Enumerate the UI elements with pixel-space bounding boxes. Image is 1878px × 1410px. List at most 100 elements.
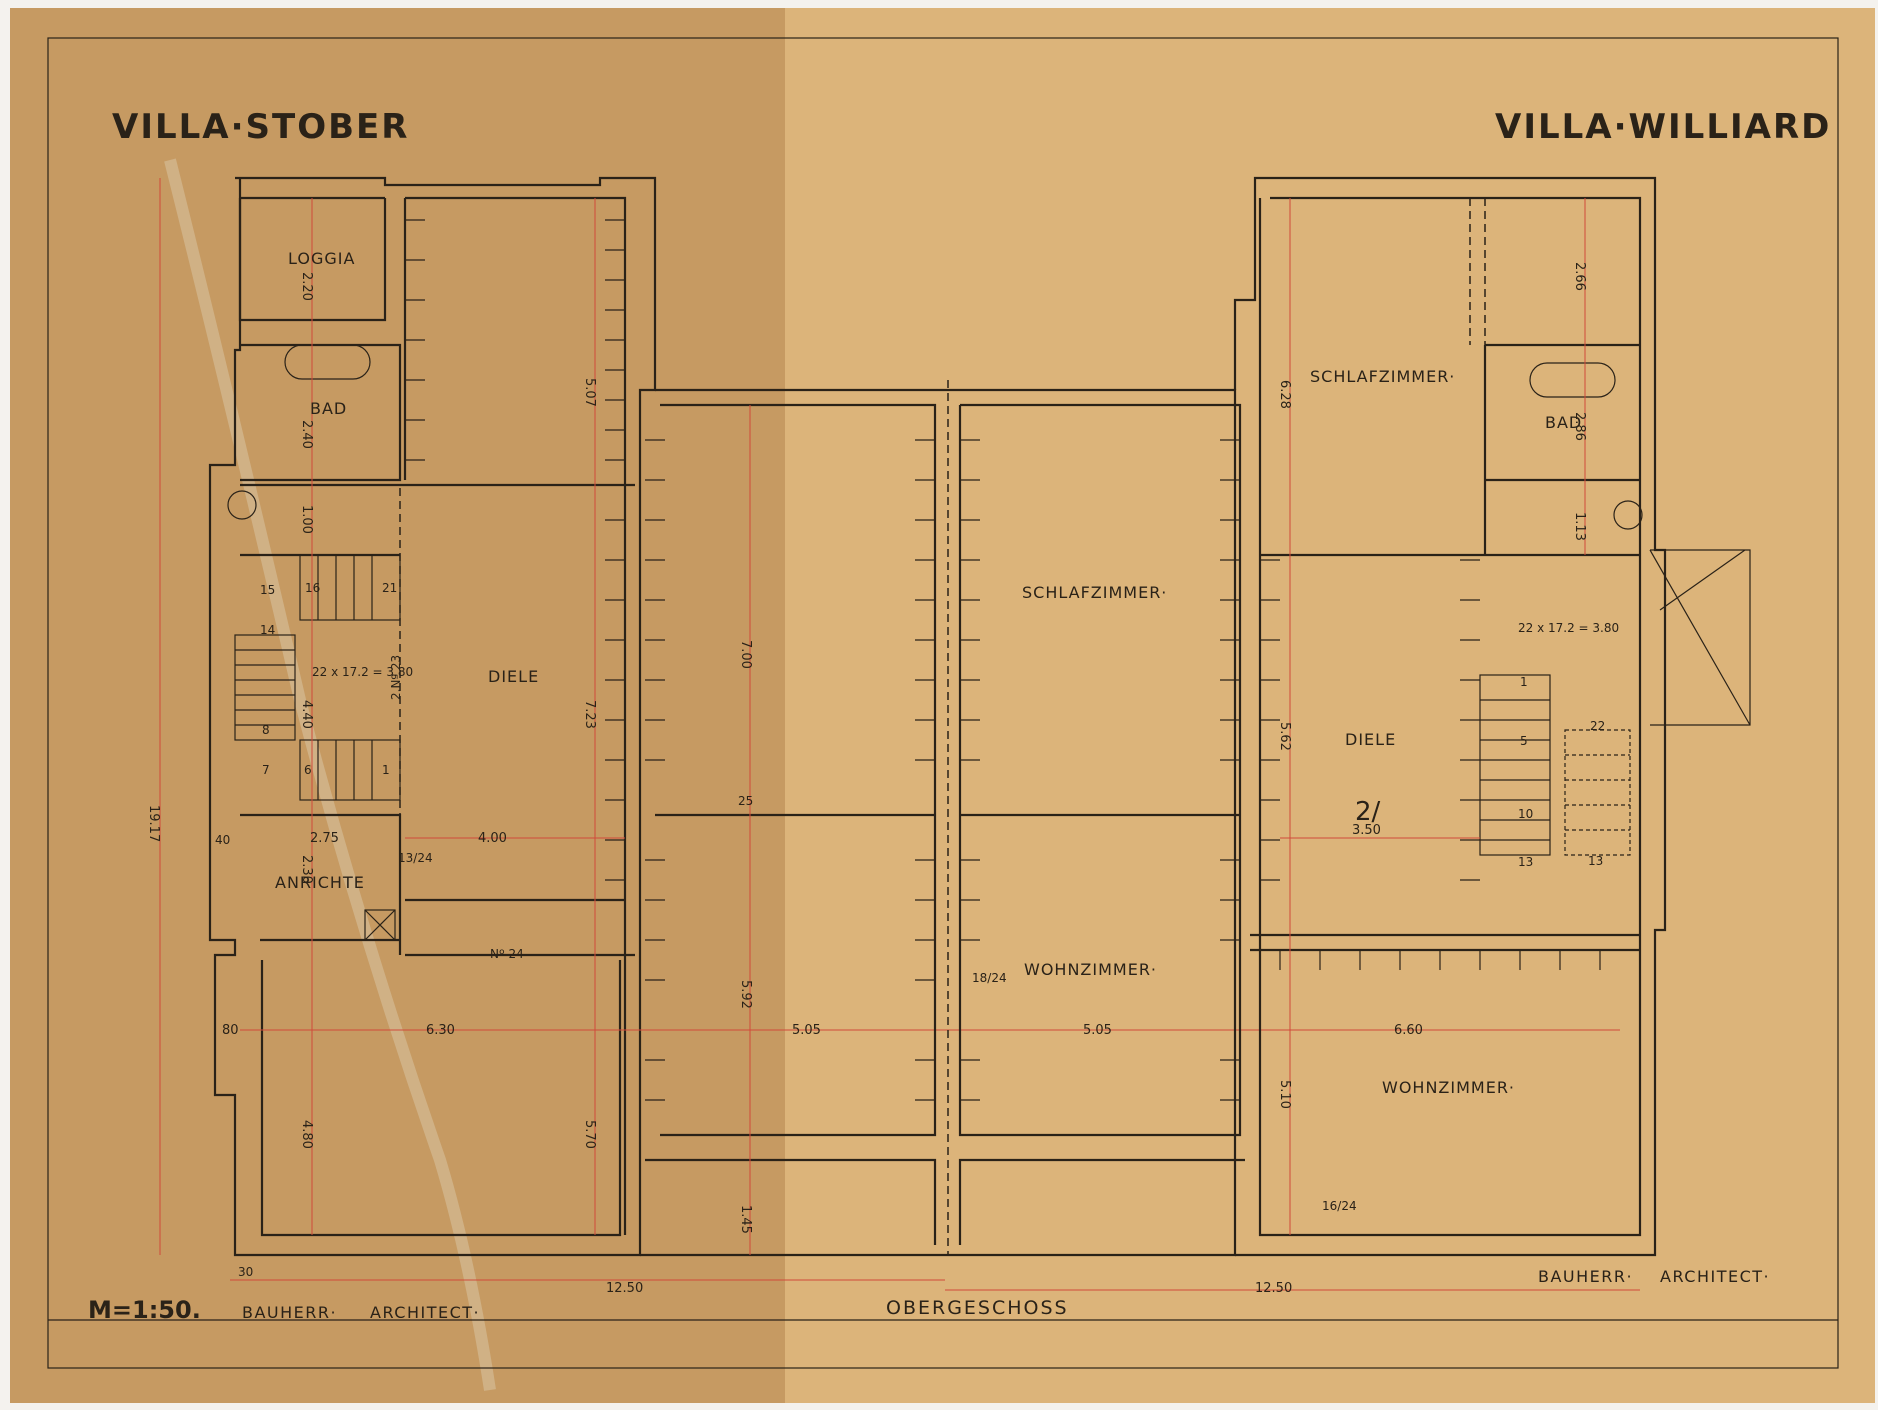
stair-step-left-1: 16 bbox=[305, 581, 320, 595]
fraction-13-24: 13/24 bbox=[398, 851, 433, 865]
right-bad-walls bbox=[1260, 343, 1640, 557]
left-house-plan bbox=[208, 176, 657, 1257]
right-bathtub-icon bbox=[1529, 362, 1616, 398]
dim-right-bad-height-2: 2.86 bbox=[1572, 412, 1587, 441]
left-living-room-walls bbox=[260, 960, 622, 1237]
right-stair bbox=[1479, 674, 1631, 856]
right-wall-hatch bbox=[1260, 559, 1601, 970]
left-chimney-icon bbox=[364, 909, 396, 941]
dim-living-left-height: 4.80 bbox=[299, 1120, 314, 1149]
dim-total-width-right: 12.50 bbox=[1255, 1281, 1292, 1296]
dim-bad-height: 2.40 bbox=[299, 420, 314, 449]
right-dashed-wall bbox=[1469, 198, 1486, 345]
dim-center-width-1: 5.05 bbox=[792, 1023, 821, 1038]
room-label-wohnzimmer-center: WOHNZIMMER· bbox=[1024, 960, 1157, 979]
dim-center-upper-height: 7.00 bbox=[738, 640, 753, 669]
stair-step-right-2: 10 bbox=[1518, 807, 1533, 821]
title-villa-williard: VILLA·WILLIARD bbox=[1495, 107, 1831, 147]
dim-center-width-2: 5.05 bbox=[1083, 1023, 1112, 1038]
dim-right-top-height: 6.28 bbox=[1277, 380, 1292, 409]
stair-step-left-7: 1 bbox=[382, 763, 390, 777]
left-red-dimension-lines bbox=[159, 178, 1620, 1281]
room-label-wohnzimmer-right: WOHNZIMMER· bbox=[1382, 1078, 1515, 1097]
stair-step-left-4: 8 bbox=[262, 723, 270, 737]
left-toilet-icon bbox=[227, 490, 257, 520]
left-outer-wall bbox=[208, 176, 657, 1257]
center-room-walls bbox=[660, 403, 1242, 1137]
center-outer-wall bbox=[640, 388, 1237, 1257]
right-architect-label: ARCHITECT· bbox=[1660, 1267, 1770, 1286]
stair-formula-left: 22 x 17.2 = 3.80 bbox=[312, 665, 413, 679]
stair-step-left-3: 14 bbox=[260, 623, 275, 637]
dim-diele-left-height: 7.23 bbox=[582, 700, 597, 729]
stair-formula-right: 22 x 17.2 = 3.80 bbox=[1518, 621, 1619, 635]
room-label-schlafzimmer-center: SCHLAFZIMMER· bbox=[1022, 583, 1167, 602]
left-bathtub-icon bbox=[284, 344, 371, 380]
right-house-plan bbox=[1233, 176, 1751, 1257]
dim-diele-left-width: 4.00 bbox=[478, 831, 507, 846]
stair-step-right-0: 1 bbox=[1520, 675, 1528, 689]
scale-label: M=1:50. bbox=[88, 1296, 201, 1324]
chimney-label-24: Nº 24 bbox=[490, 947, 524, 961]
dim-right-diele-width: 3.50 bbox=[1352, 823, 1381, 838]
dim-center-bottom-height: 1.45 bbox=[738, 1205, 753, 1234]
dim-wall-40: 40 bbox=[215, 833, 230, 847]
chimney-label-23: 2.Nº 23 bbox=[389, 655, 403, 700]
dim-loggia-height: 2.20 bbox=[299, 272, 314, 301]
center-plan bbox=[640, 380, 1245, 1257]
left-architect-label: ARCHITECT· bbox=[370, 1303, 480, 1322]
stair-step-left-6: 6 bbox=[304, 763, 312, 777]
stair-step-left-5: 7 bbox=[262, 763, 270, 777]
right-bay-window bbox=[1649, 549, 1751, 726]
dim-living-left-width: 6.30 bbox=[426, 1023, 455, 1038]
room-label-bad-right: BAD bbox=[1545, 413, 1582, 432]
dim-right-diele-height: 5.62 bbox=[1277, 722, 1292, 751]
stair-step-left-2: 21 bbox=[382, 581, 397, 595]
room-label-diele-right: DIELE bbox=[1345, 730, 1396, 749]
right-client-label: BAUHERR· bbox=[1538, 1267, 1633, 1286]
dim-wc-height: 1.00 bbox=[299, 505, 314, 534]
stair-step-left-0: 15 bbox=[260, 583, 275, 597]
sheet-title-obergeschoss: OBERGESCHOSS bbox=[886, 1297, 1069, 1319]
right-inner-outline bbox=[1258, 196, 1642, 1237]
chimney-cross bbox=[364, 909, 396, 941]
dim-anrichte-width: 2.75 bbox=[310, 831, 339, 846]
stair-step-right-5: 13 bbox=[1588, 854, 1603, 868]
dim-total-height: 19.17 bbox=[146, 805, 161, 842]
room-label-bad-left: BAD bbox=[310, 399, 347, 418]
dim-top-left-height: 5.07 bbox=[582, 378, 597, 407]
dim-wall-30: 30 bbox=[238, 1265, 253, 1279]
room-label-anrichte: ANRICHTE bbox=[275, 873, 365, 892]
center-red-dimension-lines bbox=[749, 405, 1640, 1291]
center-bottom-wall bbox=[645, 1158, 1245, 1245]
sheet-border bbox=[47, 37, 1839, 1369]
fraction-16-24: 16/24 bbox=[1322, 1199, 1357, 1213]
title-villa-stober: VILLA·STOBER bbox=[112, 107, 409, 147]
stair-step-right-3: 13 bbox=[1518, 855, 1533, 869]
dim-right-living-height: 5.10 bbox=[1277, 1080, 1292, 1109]
paper-left-overlay bbox=[10, 8, 785, 1403]
dim-living-left-height-2: 5.70 bbox=[582, 1120, 597, 1149]
dim-wall-25: 25 bbox=[738, 794, 753, 808]
dim-right-living-width: 6.60 bbox=[1394, 1023, 1423, 1038]
dim-right-wc-height: 1.13 bbox=[1572, 512, 1587, 541]
right-red-dimension-lines bbox=[1280, 198, 1586, 1235]
dim-center-lower-height: 5.92 bbox=[738, 980, 753, 1009]
dim-total-width-left: 12.50 bbox=[606, 1281, 643, 1296]
left-diele-wall bbox=[405, 196, 627, 1235]
left-stair bbox=[234, 554, 401, 801]
left-client-label: BAUHERR· bbox=[242, 1303, 337, 1322]
room-label-loggia: LOGGIA bbox=[288, 249, 355, 268]
dim-stair-height: 4.40 bbox=[299, 700, 314, 729]
center-wall-hatch bbox=[645, 439, 1240, 1101]
stair-step-right-4: 22 bbox=[1590, 719, 1605, 733]
pencil-note: 2/ bbox=[1355, 797, 1381, 827]
dim-side-80: 80 bbox=[222, 1023, 239, 1038]
right-living-wall bbox=[1250, 933, 1640, 952]
room-label-schlafzimmer-right: SCHLAFZIMMER· bbox=[1310, 367, 1455, 386]
stair-step-right-1: 5 bbox=[1520, 734, 1528, 748]
fraction-18-24: 18/24 bbox=[972, 971, 1007, 985]
dim-right-bad-height: 2.66 bbox=[1572, 262, 1587, 291]
